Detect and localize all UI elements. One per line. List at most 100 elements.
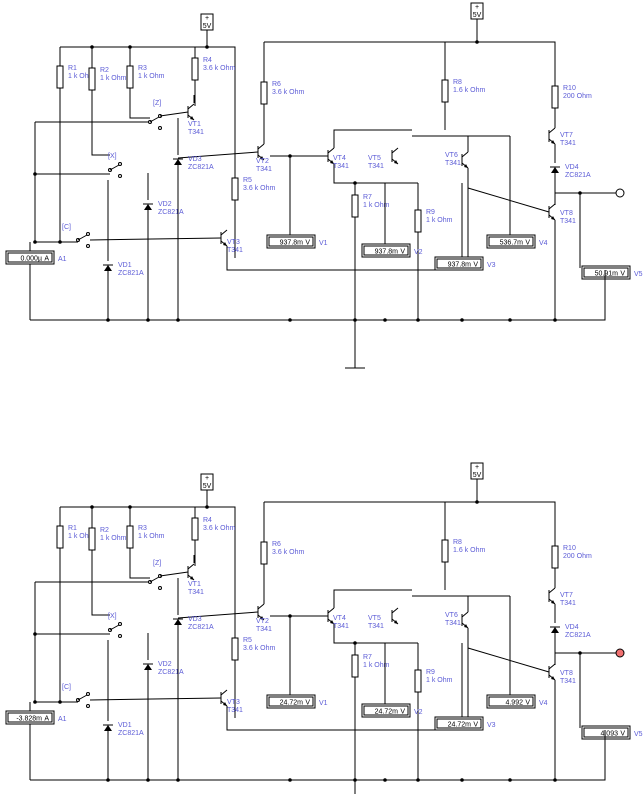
meter-display [436,258,482,269]
resistor-value: 3.6 k Ohm [243,645,275,652]
transistor-arrow [260,616,264,620]
switch-z[interactable]: [Z] [148,100,162,130]
meter-display [583,267,629,278]
meter-value: 937.8m [280,240,304,247]
transistor-arrow [551,600,555,604]
junction-dot [33,632,37,636]
switch-x[interactable]: [X] [108,153,122,178]
wire [226,246,462,271]
resistor-body [88,67,96,91]
meter-value: -3.828m [16,716,42,723]
transistor-arrow [394,620,398,624]
meter-value: 4.992 [505,700,523,707]
transistor-name: VT8 [560,210,573,217]
meter-unit: V [620,731,625,738]
resistor-name: R2 [100,67,109,74]
resistor-r4: R43.6 k Ohm [191,517,235,541]
resistor-r9: R91 k Ohm [414,209,453,233]
diode-name: VD2 [158,661,172,668]
transistor-model: T341 [445,160,461,167]
resistor-body [191,517,199,541]
resistor-body [126,65,134,89]
power-label: 5V [473,472,482,479]
resistor-r3: R31 k Ohm [126,525,165,549]
transistor-arrow [190,116,194,120]
meter-name: A1 [58,716,67,723]
resistor-r9: R91 k Ohm [414,669,453,693]
resistor-name: R8 [453,539,462,546]
resistor-value: 1 k Ohm [426,677,453,684]
transistor-name: VT3 [227,239,240,246]
switch-c[interactable]: [C] [62,224,90,248]
diode-model: ZC821A [188,624,214,631]
resistor-r6: R63.6 k Ohm [260,541,304,565]
power-supply-5v: +5V [200,13,214,31]
resistor-value: 3.6 k Ohm [272,89,304,96]
diode-model: ZC821A [565,632,591,639]
resistor-body [414,669,422,693]
meter-display [268,696,314,707]
switch-z[interactable]: [Z] [148,560,162,590]
resistor-body [351,194,359,218]
junction-dot [106,318,110,322]
resistor-name: R5 [243,177,252,184]
resistor-body [56,525,64,549]
meter-unit: V [400,249,405,256]
transistor-collector [461,611,469,618]
switch-x[interactable]: [X] [108,613,122,638]
junction-dot [33,172,37,176]
switch-contact [86,232,90,236]
transistor-name: VT6 [445,152,458,159]
resistor-value: 3.6 k Ohm [203,65,235,72]
resistor-body [56,65,64,89]
resistor-value: 1 k Ohm [100,535,127,542]
junction-dot [205,45,209,49]
transistor-collector [187,103,195,110]
transistor-arrow [394,160,398,164]
transistor-name: VT2 [256,158,269,165]
diode-name: VD3 [188,156,202,163]
transistor-name: VT7 [560,132,573,139]
meter-name: V5 [634,271,643,278]
resistor-name: R8 [453,79,462,86]
transistor-model: T341 [227,247,243,254]
transistor-name: VT1 [188,121,201,128]
resistor-name: R10 [563,85,576,92]
junction-dot [288,318,292,322]
resistor-body [126,525,134,549]
transistor-collector [327,607,335,614]
ground [345,320,365,369]
transistor-arrow [190,576,194,580]
meter-display [7,252,53,263]
transistor-model: T341 [368,623,384,630]
transistor-arrow [464,624,468,628]
switch-contact [158,126,162,130]
power-plus: + [205,15,209,22]
switch-blade [77,234,88,241]
resistor-r4: R43.6 k Ohm [191,57,235,81]
ground [354,780,356,794]
meter-display [363,705,409,716]
switch-contact [86,692,90,696]
resistor-name: R1 [68,65,77,72]
wire [333,129,412,148]
power-label: 5V [473,12,482,19]
meter-display [583,727,629,738]
transistor-collector [548,663,556,670]
switch-label: [X] [108,153,117,160]
switch-c[interactable]: [C] [62,684,90,708]
